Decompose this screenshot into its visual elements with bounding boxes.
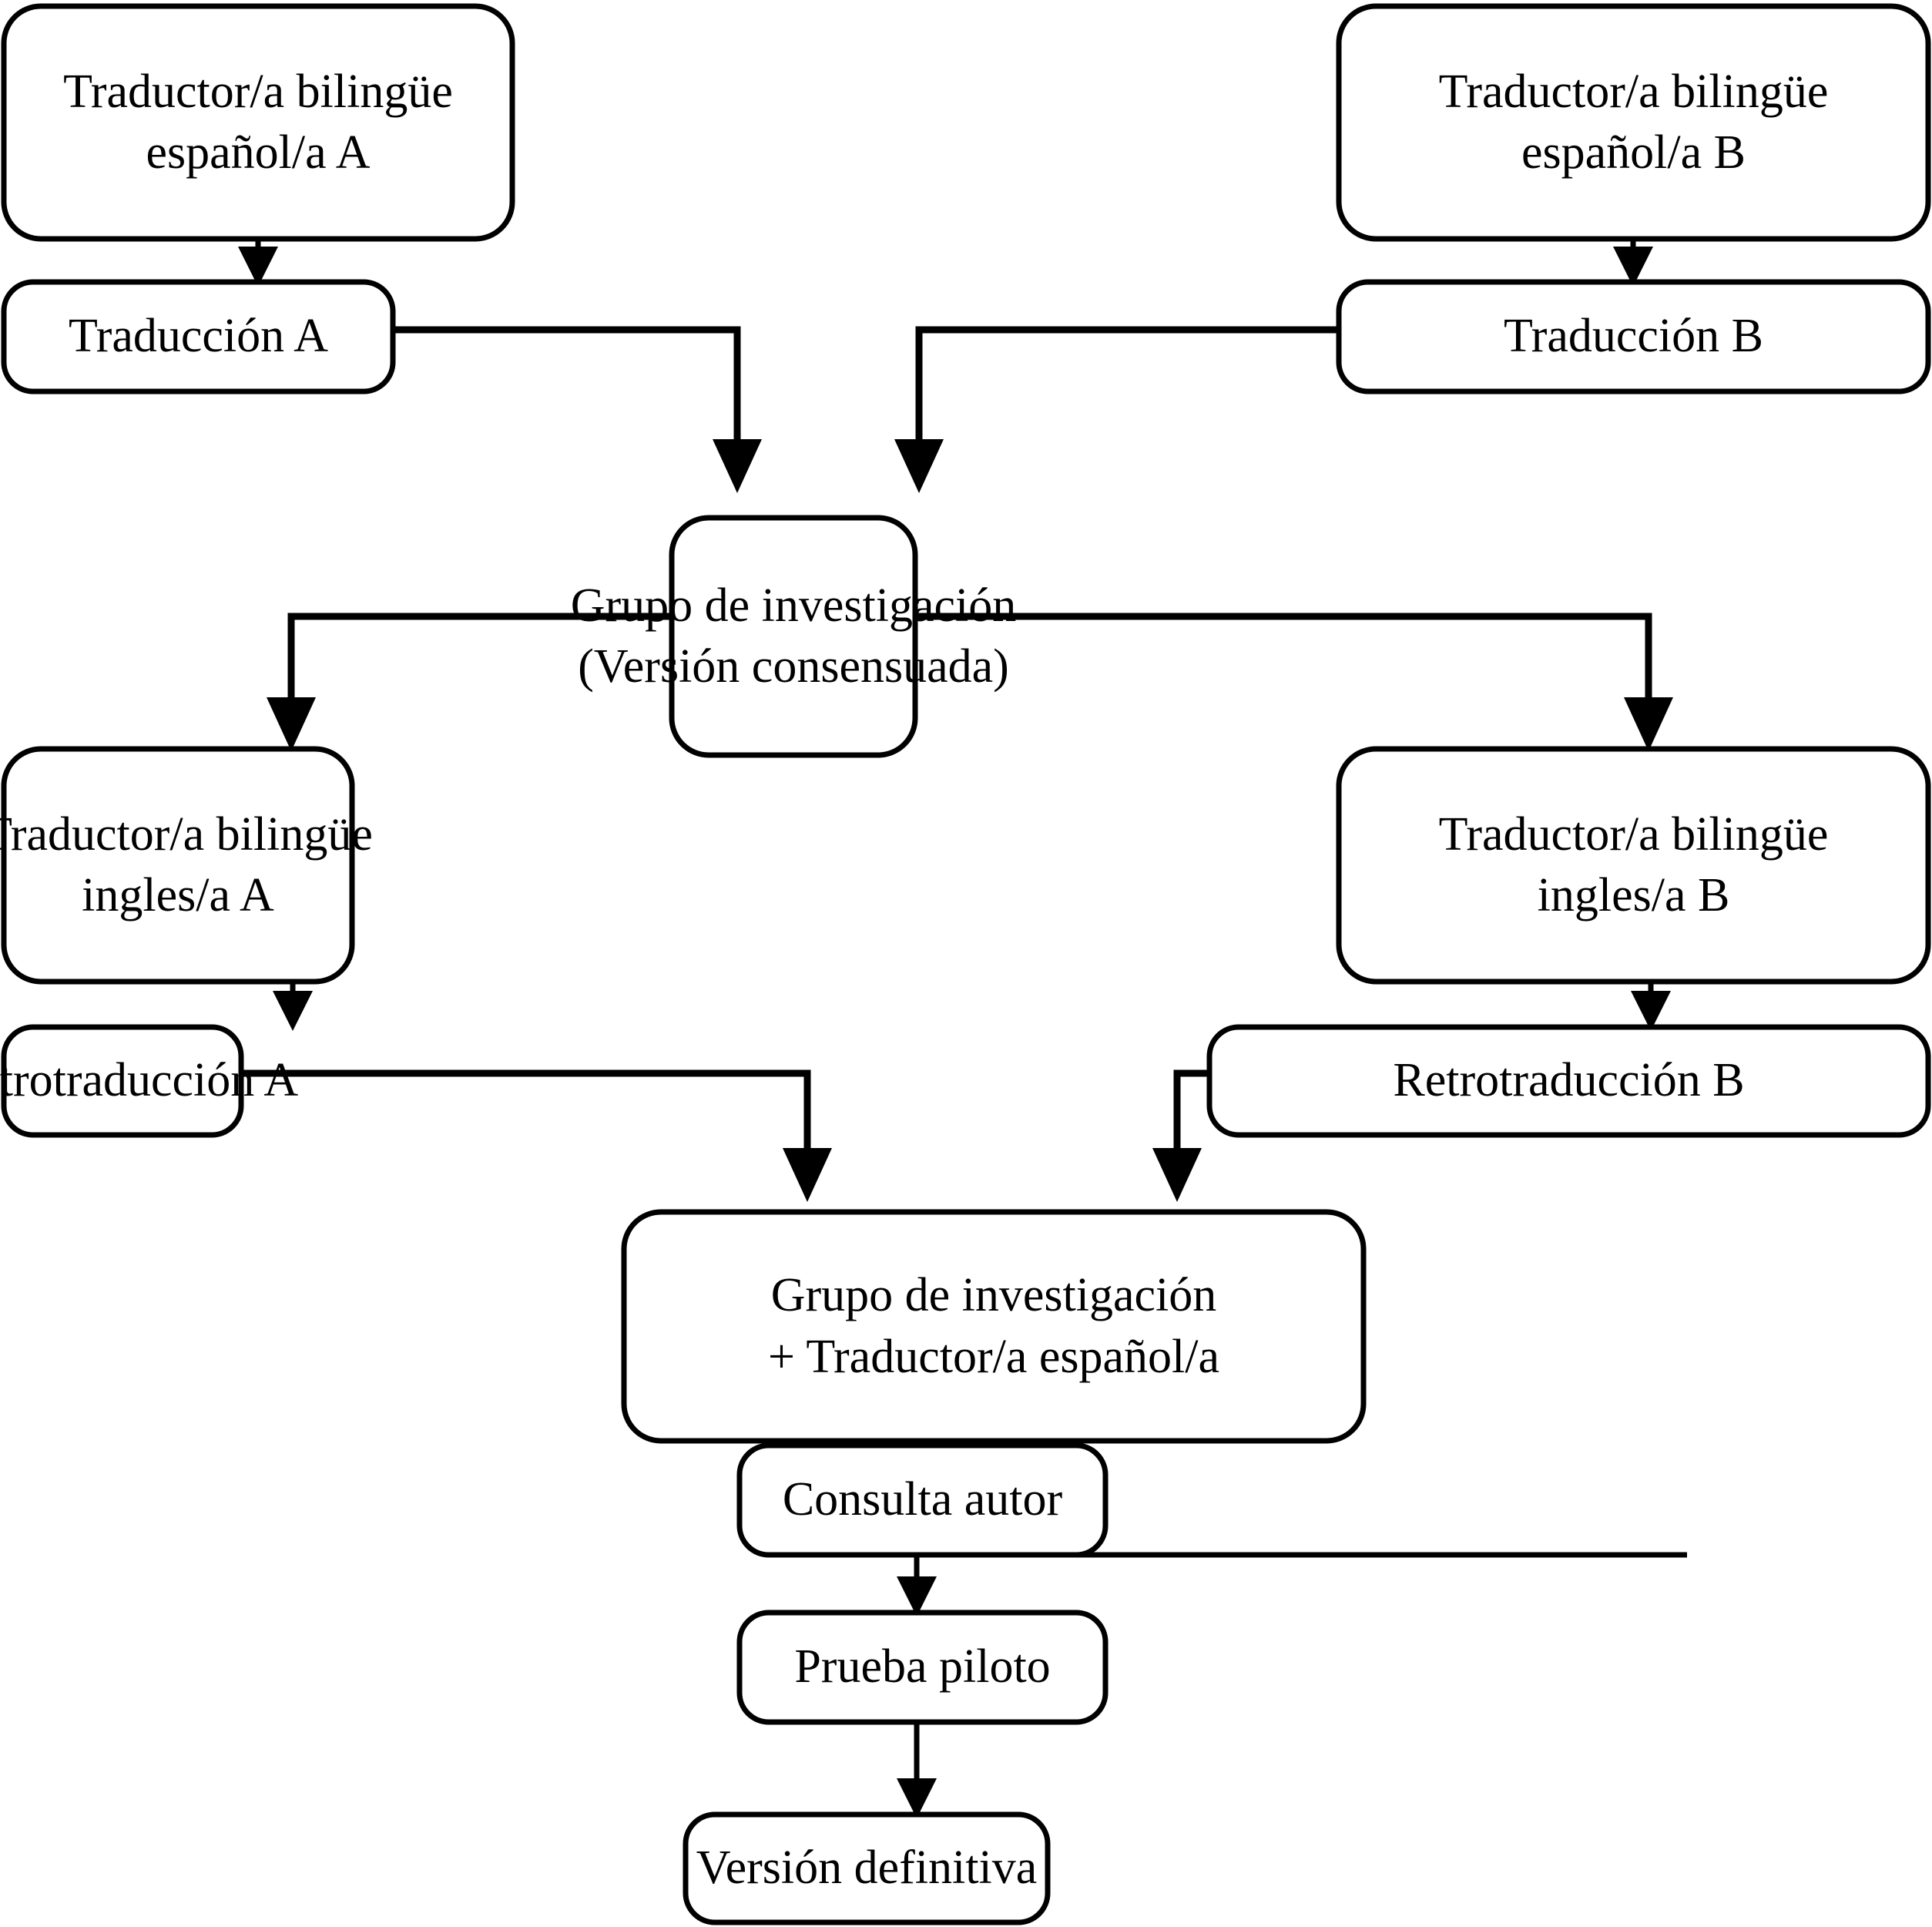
edge-prueba-to-version [897, 1722, 937, 1818]
edge-grupo-to-ingles-b [915, 613, 1673, 751]
node-retrotraduccion-b[interactable] [1206, 1024, 1931, 1138]
node-traductor-espanol-a[interactable] [1, 3, 515, 242]
node-grupo-investigacion-consenso[interactable] [669, 515, 918, 758]
edge-espanol-b-to-traduccion-b [1613, 239, 1653, 287]
edge-ingles-a-to-retro-a [273, 982, 313, 1031]
edge-ingles-b-to-retro-b [1631, 982, 1671, 1031]
node-retrotraduccion-a[interactable] [1, 1024, 244, 1138]
edge-retro-b-to-grupo2 [1152, 1069, 1207, 1202]
edge-traduccion-b-to-grupo [894, 326, 1337, 493]
node-traductor-espanol-b[interactable] [1336, 3, 1931, 242]
edge-traduccion-a-to-grupo [395, 326, 762, 493]
node-grupo-investigacion-traductor[interactable] [621, 1209, 1367, 1444]
node-version-definitiva[interactable] [683, 1811, 1051, 1925]
node-traduccion-b[interactable] [1336, 279, 1931, 394]
node-traductor-ingles-b[interactable] [1336, 746, 1931, 985]
node-consulta-autor[interactable] [736, 1442, 1109, 1558]
node-traductor-ingles-a[interactable] [1, 746, 355, 985]
edge-espanol-a-to-traduccion-a [238, 239, 278, 287]
node-traduccion-a[interactable] [1, 279, 396, 394]
node-prueba-piloto[interactable] [736, 1610, 1109, 1725]
edge-retro-a-to-grupo2 [243, 1069, 832, 1202]
edge-consulta-to-prueba [897, 1552, 1687, 1616]
